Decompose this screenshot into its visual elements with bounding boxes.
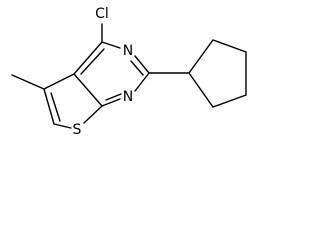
chlorine-label: Cl xyxy=(95,6,109,22)
bond-c5-c6 xyxy=(43,88,55,125)
bond-c6-s xyxy=(53,123,72,129)
bond-c4a-c4-double xyxy=(80,48,105,75)
cyclopentane-ring xyxy=(188,39,247,108)
bond-c4a-c5 xyxy=(43,73,75,90)
chemical-structure: Cl N N S xyxy=(11,6,247,138)
nitrogen-bottom-label: N xyxy=(123,89,133,105)
nitrogen-top-label: N xyxy=(123,43,133,59)
bond-n3-c2-double xyxy=(130,60,144,76)
bond-s-c7a xyxy=(83,105,103,124)
atom-labels: Cl N N S xyxy=(73,6,134,138)
bond-c7a-c4a xyxy=(73,73,103,107)
bond-c5-c6-double xyxy=(50,92,61,122)
bond-c2-n1 xyxy=(134,72,150,92)
bond-n1-c7a xyxy=(101,98,121,107)
bond-c5-methyl xyxy=(11,74,45,90)
bond-c4a-c4 xyxy=(73,41,103,75)
bond-c4-n3 xyxy=(101,41,121,49)
bonds xyxy=(11,23,247,129)
bond-n3-c2 xyxy=(134,55,150,74)
bond-c7a-n1-double xyxy=(105,93,122,101)
sulfur-label: S xyxy=(73,122,82,138)
